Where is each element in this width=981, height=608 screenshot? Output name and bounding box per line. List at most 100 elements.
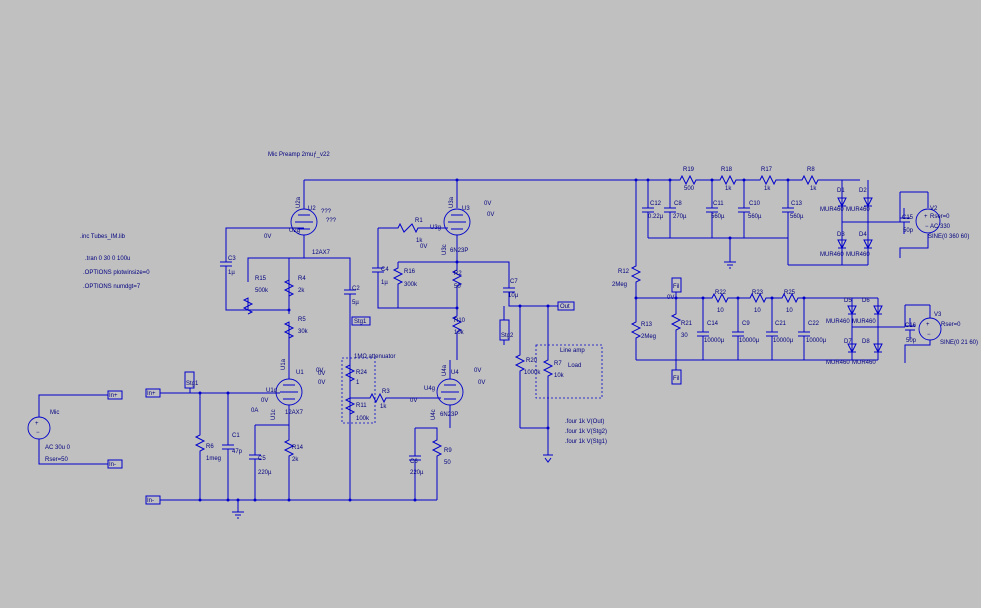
u1-grid-label: U1g (266, 388, 277, 394)
d5-name: D5 (844, 298, 852, 304)
c15-value: 50p (903, 228, 914, 234)
u2-half-label: U2a (296, 196, 302, 208)
c15-name: C15 (902, 215, 914, 221)
r7-name: R7 (554, 361, 562, 367)
net-flag-out[interactable]: Out (557, 301, 575, 311)
d1-model: MUR460 (820, 207, 844, 213)
c5-name: C5 (258, 456, 266, 462)
directive-lib: .inc Tubes_IM.lib (80, 234, 126, 240)
r11-value: 100k (356, 416, 370, 422)
mic-source[interactable]: + − (27, 394, 108, 465)
u1-half-label: U1a (281, 358, 287, 370)
c13-name: C13 (791, 201, 803, 207)
attenuator-label: 1MΩ attenuator (354, 354, 396, 360)
r3-value: 1k (380, 404, 387, 410)
c14-value: 10000µ (704, 338, 725, 344)
u2-name: U2 (308, 206, 316, 212)
r20-value: 1000k (524, 370, 541, 376)
source-v2[interactable]: + − (915, 208, 941, 234)
c6-name: C6 (410, 459, 418, 465)
c4-name: C4 (381, 267, 389, 273)
d8-name: D8 (862, 339, 870, 345)
net-flag-in-plus-b[interactable]: In+ (145, 388, 161, 398)
hv-bridge[interactable] (788, 180, 929, 266)
d1-name: D1 (837, 188, 845, 194)
schematic-label: In+ (109, 393, 118, 399)
schematic-label: Fil (673, 284, 679, 290)
c16-value: 50p (906, 338, 917, 344)
u4-half-label: U4a (442, 364, 448, 376)
d7-model: MUR460 (826, 360, 850, 366)
op-v8: 0V (484, 201, 491, 207)
directive-tran: .tran 0 30 0 100u (85, 256, 130, 262)
c1-name: C1 (232, 433, 240, 439)
c14-name: C14 (707, 321, 719, 327)
op-q2: ??? (326, 218, 337, 224)
d6-model: MUR460 (852, 319, 876, 325)
r11-name: R11 (356, 403, 367, 409)
minus-sign: − (927, 332, 931, 338)
measure-four-stg2: .four 1k V(Stg2) (565, 429, 607, 435)
c11-name: C11 (713, 201, 724, 207)
c10-name: C10 (749, 201, 761, 207)
net-flag-fil-lo[interactable]: Fil (671, 369, 682, 385)
net-flag-stg2[interactable]: Stg2 (499, 319, 514, 341)
d2-name: D2 (859, 188, 867, 194)
c10-value: 560µ (748, 214, 762, 220)
c9-name: C9 (742, 321, 750, 327)
tube-u1[interactable] (272, 372, 303, 425)
net-flag-stg1-b[interactable]: Stg1 (351, 316, 371, 326)
op-v5: 0V (264, 234, 271, 240)
net-flag-in-minus-b[interactable]: In- (145, 495, 161, 505)
d8-model: MUR460 (852, 360, 876, 366)
c2-value: 5µ (352, 300, 359, 306)
c2-name: C2 (352, 286, 360, 292)
r24-name: R24 (356, 370, 368, 376)
net-flag-in-plus-a[interactable]: In+ (107, 390, 123, 400)
r12-value: 2Meg (612, 282, 627, 288)
r3-name: R3 (382, 389, 390, 395)
tube-u3[interactable] (440, 208, 471, 262)
tube-u2[interactable] (289, 180, 318, 259)
minus-sign: − (925, 224, 929, 230)
c21-value: 10000µ (773, 338, 794, 344)
u2-grid-label: U2g (289, 228, 300, 234)
u4-name: U4 (451, 370, 459, 376)
schematic-label: Fil (673, 376, 679, 382)
r9-name: R9 (444, 448, 452, 454)
r13-name: R13 (641, 322, 653, 328)
schematic-label: In+ (147, 391, 156, 397)
source-v3[interactable]: + − (918, 317, 942, 341)
u1-name: U1 (296, 370, 304, 376)
r2-value: 50 (454, 284, 461, 290)
u3-model: 6N23P (450, 248, 468, 254)
r5-value: 30k (298, 329, 309, 335)
op-v10: 0V (420, 244, 427, 250)
net-flag-stg1-a[interactable]: Stg1 (184, 371, 199, 389)
r6-value: 1meg (206, 456, 221, 462)
tube-u4[interactable] (425, 360, 464, 428)
c3-name: C3 (228, 256, 236, 262)
op-v12: 0V (478, 380, 485, 386)
r14-name: R14 (292, 445, 304, 451)
v3-sine: SINE(0 21 60) (940, 340, 978, 346)
net-flag-in-minus-a[interactable]: In- (107, 459, 123, 469)
r25-value: 10 (786, 308, 793, 314)
v2-ac: AC 330 (930, 224, 951, 230)
c8-name: C8 (674, 201, 682, 207)
filament-bridge[interactable] (847, 298, 931, 363)
net-flag-fil-hi[interactable]: Fil (671, 277, 682, 293)
d3-model: MUR460 (820, 252, 844, 258)
r5-name: R5 (298, 317, 306, 323)
op-v1: 0V (261, 398, 268, 404)
r18-name: R18 (721, 167, 733, 173)
r8-name: R8 (807, 167, 815, 173)
c7-name: C7 (510, 279, 518, 285)
r7-value: 10k (554, 373, 565, 379)
u2-model: 12AX7 (312, 250, 331, 256)
c7-value: 10µ (508, 293, 519, 299)
attenuator-box (341, 357, 376, 424)
plus-sign: + (924, 214, 928, 220)
r4-value: 2k (298, 288, 305, 294)
